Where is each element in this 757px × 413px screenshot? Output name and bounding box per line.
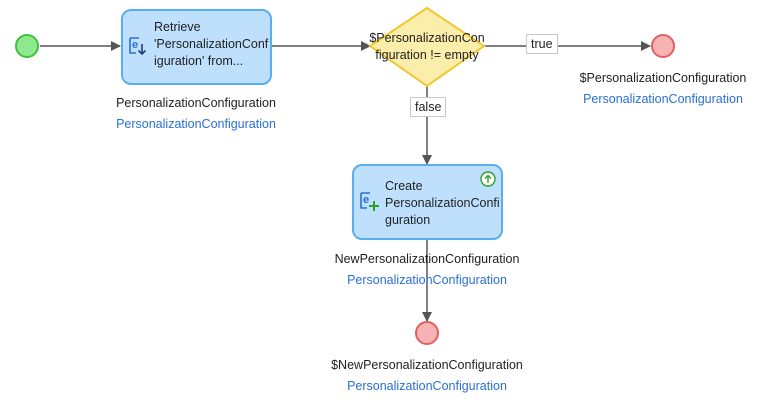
end-event-true[interactable] (651, 34, 675, 58)
end-false-return-type: PersonalizationConfiguration (347, 379, 507, 393)
retrieve-output-name: PersonalizationConfiguration (116, 96, 276, 110)
svg-text:e: e (132, 39, 138, 51)
commit-arrow-up-icon (480, 171, 496, 187)
retrieve-activity-label: Retrieve 'PersonalizationConf iguration'… (154, 20, 269, 68)
start-event[interactable] (15, 34, 39, 58)
end-true-return-value: $PersonalizationConfiguration (579, 71, 747, 85)
retrieve-activity[interactable]: e Retrieve 'PersonalizationConf iguratio… (121, 9, 272, 85)
create-object-icon: e (360, 192, 379, 211)
create-activity-label: Create PersonalizationConfi guration (385, 179, 500, 227)
svg-text:e: e (363, 194, 369, 206)
end-event-false[interactable] (415, 321, 439, 345)
end-false-return-value: $NewPersonalizationConfiguration (331, 358, 523, 372)
create-output-name: NewPersonalizationConfiguration (334, 252, 520, 266)
false-flow-label: false (410, 97, 447, 117)
true-flow-label: true (526, 34, 558, 54)
create-output-type: PersonalizationConfiguration (347, 273, 507, 287)
retrieve-object-icon: e (129, 37, 147, 56)
end-true-return-type: PersonalizationConfiguration (583, 92, 743, 106)
create-activity[interactable]: e Create PersonalizationConfi guration (352, 164, 503, 240)
retrieve-output-type: PersonalizationConfiguration (116, 117, 276, 131)
decision-diamond[interactable] (368, 6, 486, 88)
decision-label: $PersonalizationCon figuration != empty (369, 31, 485, 62)
